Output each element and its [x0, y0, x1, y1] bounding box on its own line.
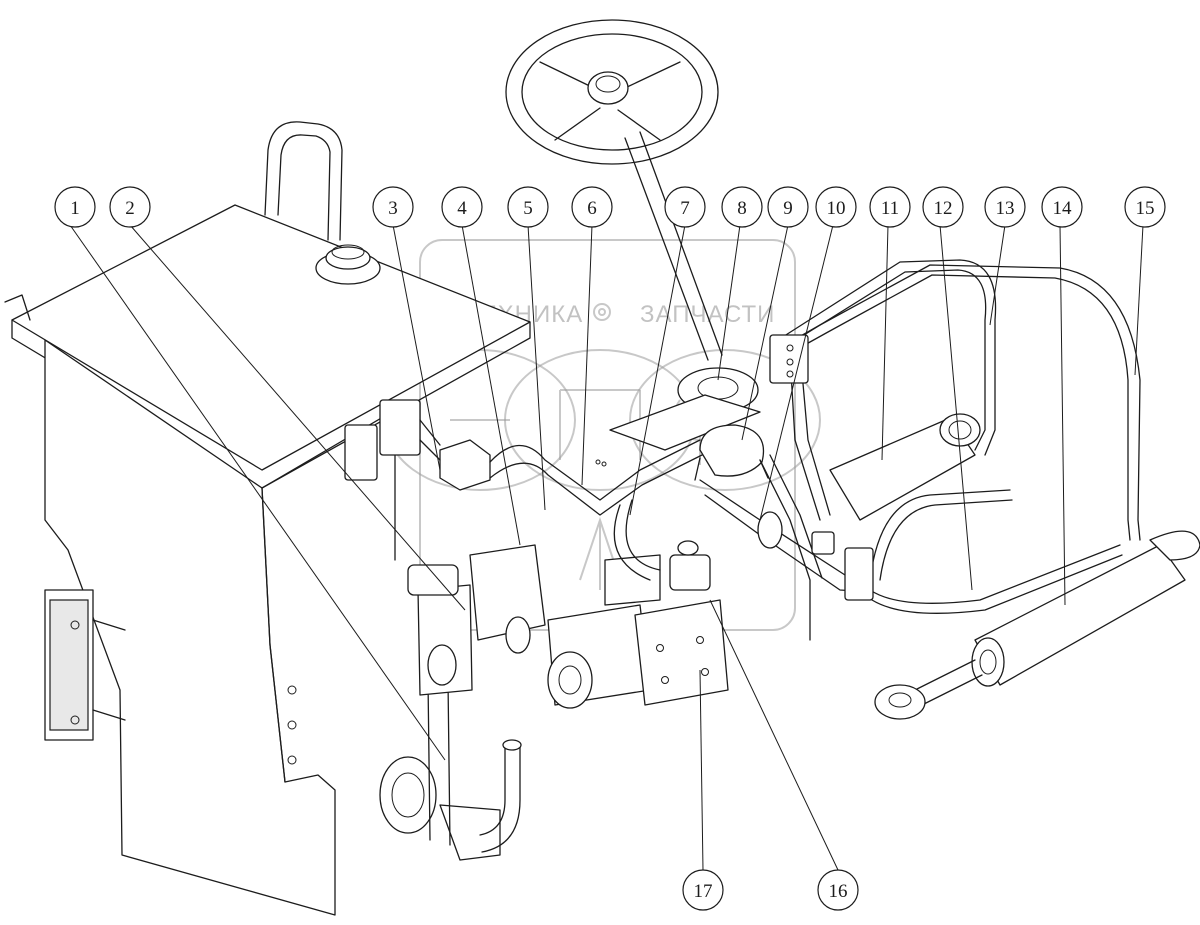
callout-14: 14 — [1041, 186, 1083, 228]
steering-cylinder-lower — [874, 530, 1200, 720]
callout-12: 12 — [922, 186, 964, 228]
callout-11-label: 11 — [881, 198, 899, 219]
callout-9: 9 — [767, 186, 809, 228]
callout-2-label: 2 — [125, 198, 135, 219]
steering-wheel — [505, 19, 759, 413]
callout-13-label: 13 — [996, 198, 1015, 219]
callout-17: 17 — [682, 869, 724, 911]
callout-17-label: 17 — [694, 881, 713, 902]
steering-cylinder-upper — [757, 413, 981, 549]
pump-assembly — [407, 540, 729, 709]
callout-10: 10 — [815, 186, 857, 228]
callout-6-label: 6 — [587, 198, 597, 219]
connector-blocks — [769, 334, 874, 601]
callout-16: 16 — [817, 869, 859, 911]
callout-11: 11 — [869, 186, 911, 228]
callout-6: 6 — [571, 186, 613, 228]
callout-4: 4 — [441, 186, 483, 228]
callout-5: 5 — [507, 186, 549, 228]
callout-2: 2 — [109, 186, 151, 228]
hoses — [489, 259, 1141, 641]
leader-lines — [69, 224, 1144, 871]
callout-7: 7 — [664, 186, 706, 228]
flow-valve — [344, 399, 491, 491]
callout-12-label: 12 — [934, 198, 953, 219]
callout-4-label: 4 — [457, 198, 467, 219]
callout-3-label: 3 — [388, 198, 398, 219]
callout-15: 15 — [1124, 186, 1166, 228]
hydraulic-tank — [4, 121, 531, 916]
callout-9-label: 9 — [783, 198, 793, 219]
callout-13: 13 — [984, 186, 1026, 228]
gear-icon — [593, 303, 611, 321]
callout-10-label: 10 — [827, 198, 846, 219]
callout-16-label: 16 — [829, 881, 848, 902]
callout-5-label: 5 — [523, 198, 533, 219]
callout-1: 1 — [54, 186, 96, 228]
callout-7-label: 7 — [680, 198, 690, 219]
callout-1-label: 1 — [70, 198, 80, 219]
steering-valve-block — [595, 394, 769, 481]
callout-14-label: 14 — [1053, 198, 1073, 219]
callout-8-label: 8 — [737, 198, 747, 219]
callout-15-label: 15 — [1136, 198, 1155, 219]
callout-3: 3 — [372, 186, 414, 228]
callout-8: 8 — [721, 186, 763, 228]
